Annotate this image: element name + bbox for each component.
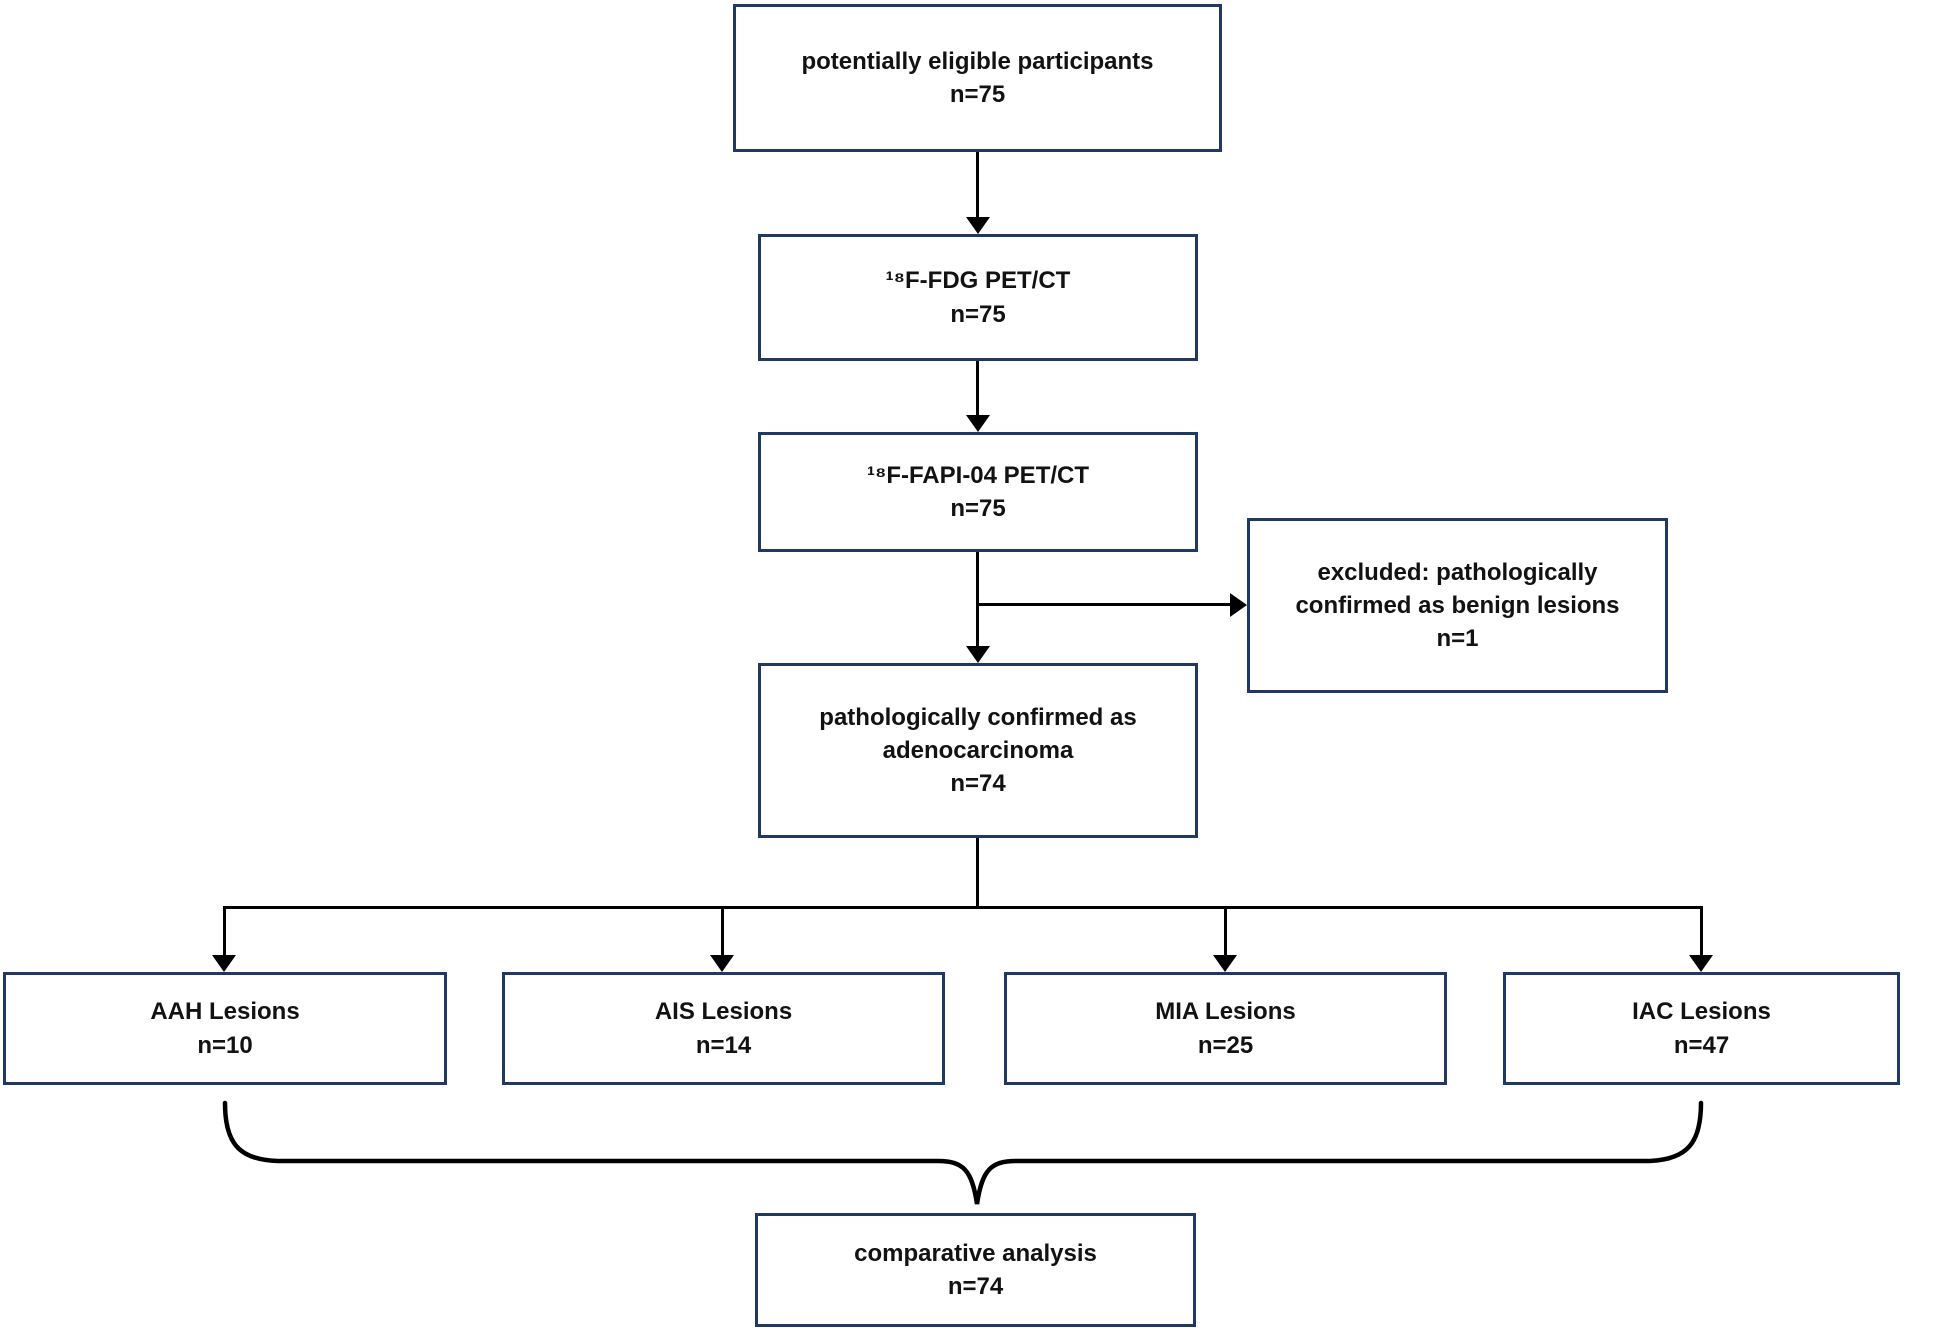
node-label: potentially eligible participants — [801, 47, 1154, 75]
node-label: AIS Lesions — [654, 998, 793, 1026]
node-label: ¹⁸F-FAPI-04 PET/CT — [866, 461, 1090, 489]
node-excluded-benign: excluded: pathologically confirmed as be… — [1247, 518, 1668, 693]
node-count: n=75 — [950, 300, 1006, 328]
node-count: n=47 — [1673, 1031, 1730, 1059]
node-iac-lesions: IAC Lesions n=47 — [1503, 972, 1900, 1085]
node-mia-lesions: MIA Lesions n=25 — [1004, 972, 1447, 1085]
node-label: AAH Lesions — [150, 998, 300, 1026]
node-label: comparative analysis — [854, 1239, 1097, 1267]
node-count: n=1 — [1436, 625, 1479, 653]
node-count: n=10 — [197, 1031, 253, 1059]
connector-line — [977, 603, 1231, 606]
node-fdg-petct: ¹⁸F-FDG PET/CT n=75 — [758, 234, 1198, 361]
node-label: pathologically confirmed as adenocarcino… — [819, 703, 1137, 764]
node-potentially-eligible: potentially eligible participants n=75 — [733, 4, 1222, 152]
node-aah-lesions: AAH Lesions n=10 — [3, 972, 447, 1085]
node-comparative-analysis: comparative analysis n=74 — [755, 1213, 1196, 1327]
connector-line — [223, 906, 226, 956]
node-label: excluded: pathologically confirmed as be… — [1295, 558, 1620, 619]
connector-line — [976, 552, 979, 647]
connector-line — [976, 152, 979, 218]
arrow-right-icon — [1230, 593, 1247, 617]
arrow-down-icon — [710, 955, 734, 972]
arrow-down-icon — [1213, 955, 1237, 972]
connector-line — [721, 906, 724, 956]
arrow-down-icon — [966, 217, 990, 234]
arrow-down-icon — [966, 415, 990, 432]
connector-line — [225, 906, 1703, 909]
node-fapi-petct: ¹⁸F-FAPI-04 PET/CT n=75 — [758, 432, 1198, 552]
node-count: n=75 — [950, 495, 1006, 522]
node-label: MIA Lesions — [1155, 998, 1296, 1026]
connector-line — [1700, 906, 1703, 956]
arrow-down-icon — [1689, 955, 1713, 972]
node-adenocarcinoma: pathologically confirmed as adenocarcino… — [758, 663, 1198, 838]
arrow-down-icon — [966, 646, 990, 663]
arrow-down-icon — [212, 955, 236, 972]
connector-line — [1224, 906, 1227, 956]
node-count: n=25 — [1197, 1031, 1254, 1059]
node-count: n=74 — [947, 1273, 1004, 1300]
node-ais-lesions: AIS Lesions n=14 — [502, 972, 945, 1085]
connector-line — [976, 838, 979, 908]
node-count: n=74 — [950, 770, 1006, 798]
connector-line — [976, 361, 979, 416]
node-label: ¹⁸F-FDG PET/CT — [885, 267, 1071, 295]
node-count: n=14 — [695, 1031, 752, 1059]
node-label: IAC Lesions — [1632, 998, 1771, 1026]
node-count: n=75 — [949, 81, 1006, 108]
